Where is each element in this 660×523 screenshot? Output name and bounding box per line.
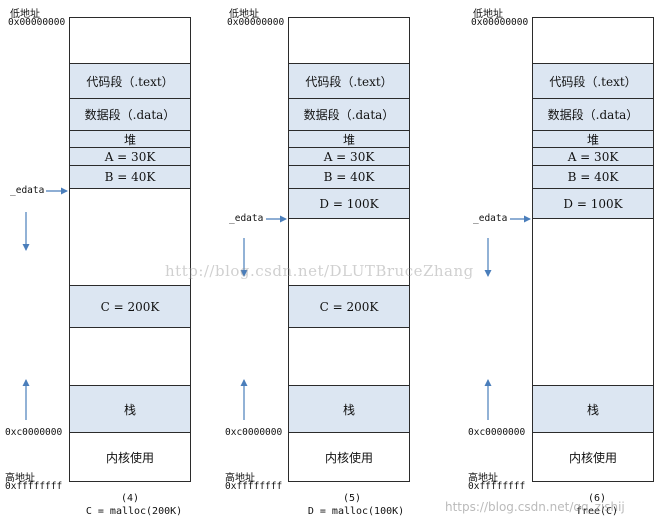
edata-label: _edata [473, 213, 508, 224]
segment-kernel: 内核使用 [532, 432, 654, 482]
low-address-label: 低地址 [10, 9, 40, 20]
segment-empty-top [288, 17, 410, 64]
segment-text: 代码段（.text） [532, 63, 654, 99]
kernel-start-value: 0xc0000000 [468, 427, 526, 438]
segment-c: C = 200K [69, 285, 191, 328]
segment-empty-top [69, 17, 191, 64]
low-address-value: 0x00000000 [227, 17, 285, 28]
high-address-value: 0xffffffff [5, 481, 63, 492]
segment-b: B = 40K [288, 165, 410, 189]
high-address-label: 高地址 [468, 473, 498, 484]
step-label: (5) [342, 493, 362, 504]
segment-data: 数据段（.data） [532, 98, 654, 131]
low-address-value: 0x00000000 [8, 17, 66, 28]
segment-data: 数据段（.data） [69, 98, 191, 131]
low-address-value: 0x00000000 [471, 17, 529, 28]
high-address-label: 高地址 [5, 473, 35, 484]
kernel-start-value: 0xc0000000 [5, 427, 63, 438]
step-label: (4) [120, 493, 140, 504]
operation-label: C = malloc(200K) [85, 506, 183, 517]
watermark: http://blog.csdn.net/DLUTBruceZhang [165, 262, 474, 280]
operation-label: free(C) [575, 506, 619, 517]
step-label: (6) [587, 493, 607, 504]
segment-stack: 栈 [532, 385, 654, 433]
segment-d: D = 100K [288, 188, 410, 219]
segment-free-1 [69, 188, 191, 286]
segment-b: B = 40K [69, 165, 191, 189]
edata-label: _edata [229, 213, 264, 224]
high-address-value: 0xffffffff [225, 481, 283, 492]
edata-label: _edata [10, 185, 45, 196]
low-address-label: 低地址 [229, 9, 259, 20]
segment-kernel: 内核使用 [69, 432, 191, 482]
segment-free-2 [288, 327, 410, 386]
segment-heap: 堆 [69, 130, 191, 148]
segment-free [532, 218, 654, 386]
watermark-bottom: https://blog.csdn.net/qq_zishij [445, 500, 625, 514]
segment-text: 代码段（.text） [288, 63, 410, 99]
high-address-label: 高地址 [225, 473, 255, 484]
high-address-value: 0xffffffff [468, 481, 526, 492]
low-address-label: 低地址 [473, 9, 503, 20]
segment-kernel: 内核使用 [288, 432, 410, 482]
segment-a: A = 30K [69, 147, 191, 166]
segment-b: B = 40K [532, 165, 654, 189]
operation-label: D = malloc(100K) [307, 506, 405, 517]
segment-free-2 [69, 327, 191, 386]
kernel-start-value: 0xc0000000 [225, 427, 283, 438]
